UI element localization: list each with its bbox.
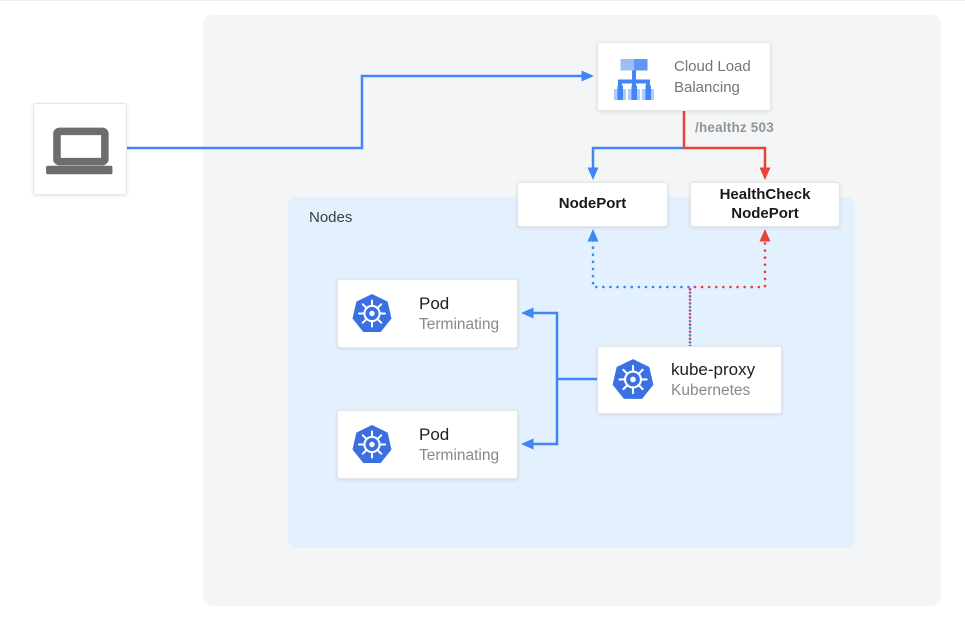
cloud-load-balancing-node: Cloud Load Balancing (597, 42, 771, 111)
pod-node-2: Pod Terminating (337, 410, 518, 479)
kube-proxy-subtitle: Kubernetes (671, 382, 751, 399)
healthcheck-nodeport-label: HealthCheck NodePort (719, 185, 811, 222)
kubernetes-icon (350, 423, 394, 467)
cloud-load-balancing-label: Cloud Load Balancing (674, 57, 751, 96)
nodeport-label: NodePort (558, 195, 627, 213)
laptop-icon (41, 110, 120, 188)
kube-proxy-node: kube-proxy Kubernetes (597, 346, 782, 414)
pod-status: Terminating (419, 315, 500, 333)
kube-proxy-title: kube-proxy (671, 360, 756, 379)
pod-node-1: Pod Terminating (337, 279, 518, 348)
kubernetes-icon (610, 357, 656, 403)
kubernetes-icon (350, 292, 394, 336)
nodeport-node: NodePort (517, 182, 668, 227)
pod-title: Pod (419, 424, 450, 444)
client-node (33, 103, 127, 195)
pod-status: Terminating (419, 446, 500, 464)
nodes-group-label: Nodes (309, 209, 353, 226)
load-balancer-icon (611, 54, 657, 100)
healthcheck-nodeport-node: HealthCheck NodePort (690, 182, 840, 227)
healthz-503-edge-label: /healthz 503 (695, 120, 774, 135)
pod-title: Pod (419, 293, 450, 313)
